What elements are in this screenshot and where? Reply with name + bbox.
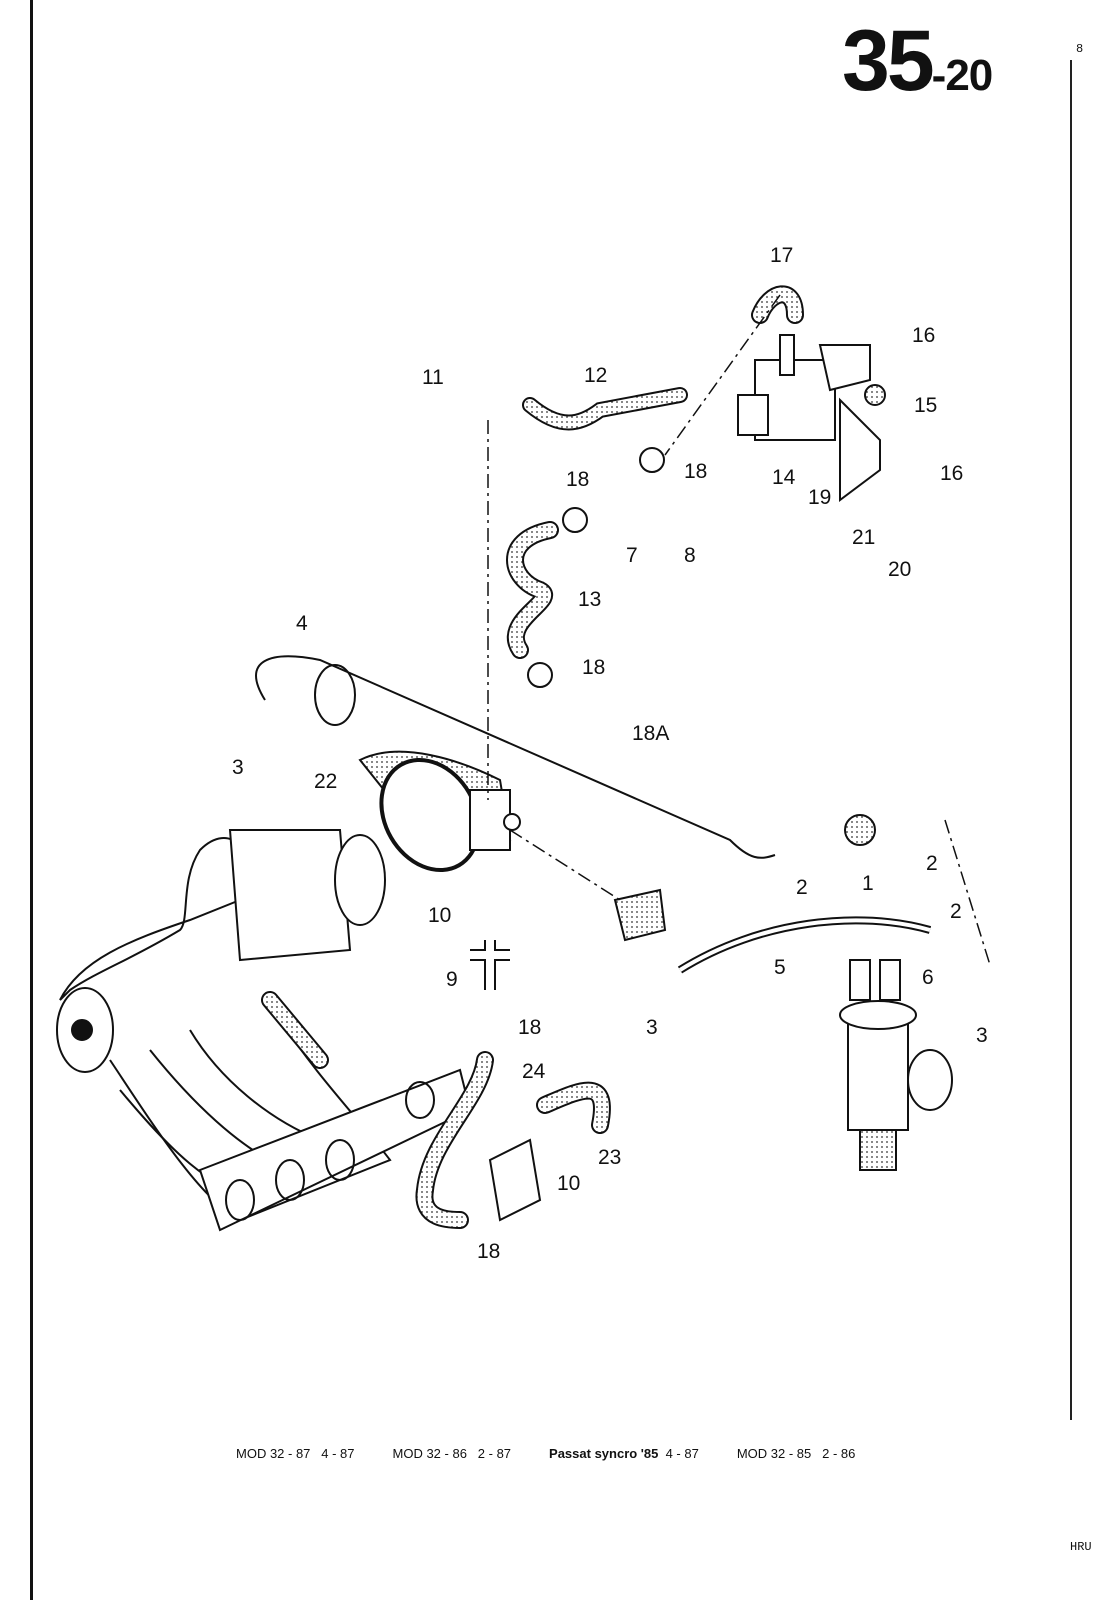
callout-label: 18 bbox=[477, 1240, 500, 1263]
callout-label: 3 bbox=[232, 756, 244, 779]
callout-label: 24 bbox=[522, 1060, 546, 1083]
footer-item: MOD 32 - 85 2 - 86 bbox=[737, 1446, 856, 1461]
callout-label: 7 bbox=[626, 544, 638, 567]
footer-item: Passat syncro '85 4 - 87 bbox=[549, 1446, 699, 1461]
callout-label: 15 bbox=[914, 394, 937, 417]
solenoid-valve-14 bbox=[737, 334, 871, 441]
callout-label: 10 bbox=[557, 1172, 580, 1195]
callout-label: 21 bbox=[852, 526, 875, 549]
intake-manifold bbox=[56, 829, 472, 1232]
footer-item: MOD 32 - 87 4 - 87 bbox=[236, 1446, 355, 1461]
callout-label: 5 bbox=[774, 956, 786, 979]
footer-date: 4 - 87 bbox=[321, 1446, 355, 1461]
callout-label: 9 bbox=[446, 968, 458, 991]
callout-label: 11 bbox=[422, 366, 444, 389]
callout-label: 3 bbox=[976, 1024, 988, 1047]
right-page-border bbox=[1070, 60, 1072, 1420]
callout-label: 18A bbox=[632, 722, 669, 745]
margin-fragment-top: 8 bbox=[1076, 42, 1084, 56]
footer-item: MOD 32 - 86 2 - 87 bbox=[393, 1446, 512, 1461]
callout-label: 8 bbox=[684, 544, 696, 567]
footer-date: 2 - 87 bbox=[477, 1446, 512, 1461]
callout-label: 16 bbox=[912, 324, 935, 347]
callout-label: 19 bbox=[808, 486, 831, 509]
distributor bbox=[839, 959, 953, 1171]
left-page-border bbox=[30, 0, 33, 1600]
page-number-main: 35 bbox=[842, 13, 935, 109]
footer-date: 4 - 87 bbox=[665, 1446, 699, 1461]
margin-fragment-bottom: HRU bbox=[1070, 1540, 1092, 1554]
callout-label: 2 bbox=[796, 876, 808, 899]
footer-model: Passat syncro '85 bbox=[549, 1446, 659, 1461]
callout-label: 18 bbox=[684, 460, 707, 483]
model-applicability-footer: MOD 32 - 87 4 - 87 MOD 32 - 86 2 - 87 Pa… bbox=[236, 1446, 855, 1461]
callout-label: 23 bbox=[598, 1146, 621, 1169]
callout-label: 1 bbox=[862, 872, 874, 895]
callout-label: 18 bbox=[518, 1016, 541, 1039]
page-number: 35-20 bbox=[842, 18, 994, 104]
callout-label: 18 bbox=[566, 468, 589, 491]
callout-label: 6 bbox=[922, 966, 934, 989]
callout-label: 17 bbox=[770, 244, 793, 267]
vacuum-line-4 bbox=[255, 655, 776, 859]
callout-label: 10 bbox=[428, 904, 451, 927]
callout-label: 14 bbox=[772, 466, 796, 489]
footer-model: MOD 32 - 87 bbox=[236, 1446, 311, 1461]
callout-label: 20 bbox=[888, 558, 911, 581]
callout-label: 2 bbox=[950, 900, 962, 923]
callout-label: 2 bbox=[926, 852, 938, 875]
footer-model: MOD 32 - 85 bbox=[736, 1446, 812, 1461]
callout-label: 12 bbox=[584, 364, 607, 387]
footer-date: 2 - 86 bbox=[822, 1446, 856, 1461]
callout-label: 22 bbox=[314, 770, 337, 793]
callout-label: 4 bbox=[296, 612, 308, 635]
callout-label: 18 bbox=[582, 656, 605, 679]
callout-label: 3 bbox=[646, 1016, 658, 1039]
callout-label: 16 bbox=[940, 462, 963, 485]
page-number-suffix: -20 bbox=[931, 51, 994, 100]
throttle-body bbox=[358, 750, 521, 873]
callout-label: 13 bbox=[578, 588, 601, 611]
footer-model: MOD 32 - 86 bbox=[392, 1446, 467, 1461]
